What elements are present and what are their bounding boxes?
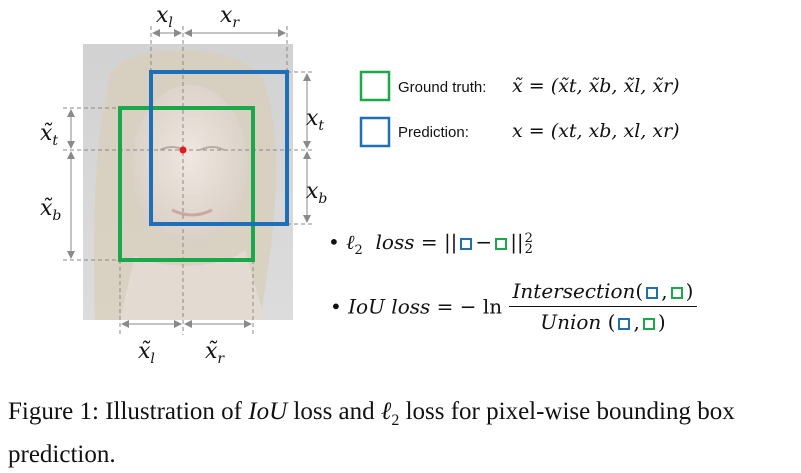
iou-numerator: Intersection(,) [508,279,698,307]
legend-ground-truth-label: Ground truth: [398,79,487,96]
dimension-arrows [67,29,311,328]
iou-denominator: Union (,) [540,310,666,334]
guide-lines [63,26,315,335]
legend-prediction-label: Prediction: [398,124,469,141]
face-photo [83,44,293,320]
label-x-r: xr [220,3,240,31]
legend-ground-truth-swatch [359,70,391,102]
label-xl-tilde: x̃l [138,339,155,367]
label-x-b: xb [306,179,327,207]
bullet: • [330,294,342,319]
bullet: • [328,230,340,254]
iou-loss-equation: • IoU loss = − ln Intersection(,) Union … [330,279,698,334]
iou-fraction: Intersection(,) Union (,) [508,279,698,334]
iou-loss-name: IoU loss [348,294,431,319]
center-point [179,146,187,154]
label-xr-tilde: x̃r [205,339,225,367]
legend-prediction-formula: x = (xt, xb, xl, xr) [512,120,680,142]
l2-minus: − [475,230,493,254]
caption-iou: IoU [248,398,288,425]
iou-equals: = − ln [436,294,503,319]
legend-ground-truth-formula: x̃ = (x̃t, x̃b, x̃l, x̃r) [512,75,680,97]
legend-prediction-swatch [359,116,391,148]
ground-truth-box [118,106,255,262]
figure-caption: Figure 1: Illustration of IoU loss and ℓ… [8,398,735,468]
label-x-t: xt [306,106,324,134]
label-x-l: xl [156,3,173,31]
label-xt-tilde: x̃t [40,121,58,149]
l2-norm-close: || [510,230,524,254]
ground-truth-box-symbol [495,238,508,250]
label-xb-tilde: x̃b [40,196,61,224]
prediction-box-symbol [460,238,473,250]
l2-symbol: ℓ2 [346,230,363,258]
l2-equals: = || [420,230,458,254]
caption-l2: ℓ [380,398,392,425]
prediction-box [149,70,289,226]
l2-loss-word: loss [375,230,415,254]
